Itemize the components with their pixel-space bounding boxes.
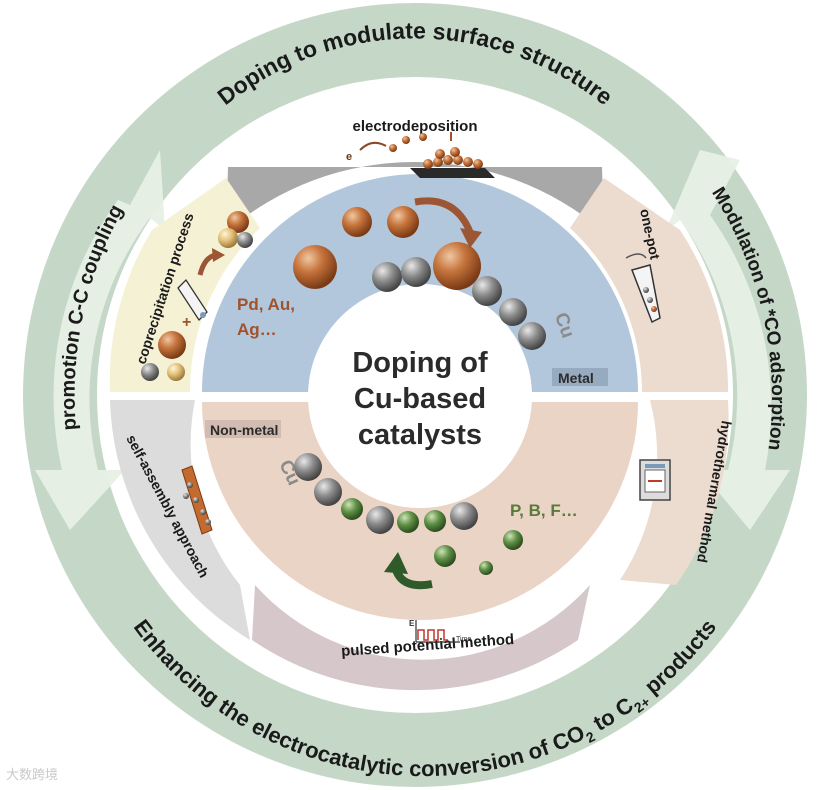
svg-text:Cu-based: Cu-based xyxy=(354,383,486,415)
center-title: Doping of Cu-based catalysts xyxy=(352,347,488,451)
coprecipitation-icon: + xyxy=(141,211,253,381)
nonmetal-tag-bg xyxy=(205,420,281,438)
segment-pulsed xyxy=(252,585,590,691)
nonmetal-dopants: P, B, F… xyxy=(510,501,578,520)
pulsed-icon: E Time xyxy=(409,619,471,643)
left-arrow xyxy=(35,150,165,530)
watermark-text: 大数跨境 xyxy=(6,768,59,783)
electrodeposition-label: electrodeposition xyxy=(352,118,477,135)
metal-arrow xyxy=(414,197,474,234)
svg-text:Doping of: Doping of xyxy=(352,347,488,379)
metal-dopants-line1: Pd, Au, xyxy=(237,295,295,314)
svg-text:e: e xyxy=(346,151,352,163)
one-pot-icon xyxy=(625,253,661,324)
metal-tag-bg xyxy=(552,368,608,386)
svg-text:Time: Time xyxy=(456,636,471,643)
svg-text:E: E xyxy=(409,619,415,628)
cycle-arrows xyxy=(35,150,790,530)
svg-text:catalysts: catalysts xyxy=(358,419,482,451)
right-arrow xyxy=(665,150,790,530)
metal-dopants-line2: Ag… xyxy=(237,320,277,339)
electrodeposition-icon: e xyxy=(346,132,495,178)
metal-particles xyxy=(293,197,546,350)
nonmetal-tag: Non-metal xyxy=(210,422,278,438)
segment-electrodeposition xyxy=(226,161,604,232)
center-circle xyxy=(308,284,532,508)
hydrothermal-icon xyxy=(639,459,671,501)
nonmetal-particles xyxy=(294,453,523,590)
segment-hydrothermal xyxy=(620,400,729,585)
segment-self-assembly xyxy=(110,400,250,640)
svg-text:+: + xyxy=(182,314,191,331)
self-assembly-icon xyxy=(181,465,213,535)
metal-tag: Metal xyxy=(558,370,594,386)
